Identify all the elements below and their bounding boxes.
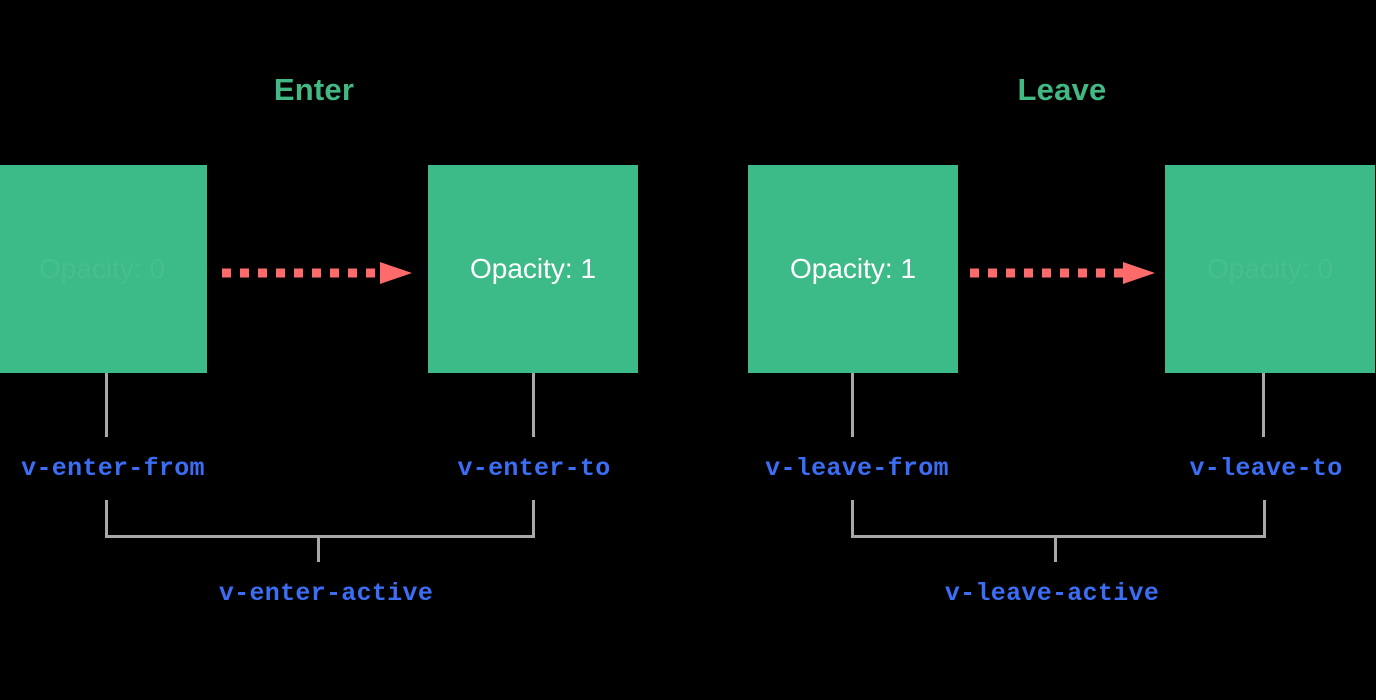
state-box-enter-to: Opacity: 1 [428, 165, 638, 373]
connector-line-enter-from [105, 373, 108, 437]
state-box-label: Opacity: 0 [38, 253, 166, 284]
class-label-enter-from: v-enter-from [21, 454, 205, 483]
class-label-leave-from: v-leave-from [765, 454, 949, 483]
class-label-enter-active: v-enter-active [218, 579, 434, 608]
bracket-stem-enter-active [317, 538, 320, 562]
dashed-arrow-right-icon [222, 262, 412, 284]
state-box-enter-from: Opacity: 0 [0, 165, 207, 373]
connector-line-leave-from [851, 373, 854, 437]
connector-line-enter-to [532, 373, 535, 437]
connector-line-leave-to [1262, 373, 1265, 437]
class-label-enter-to: v-enter-to [457, 454, 611, 483]
state-box-label: Opacity: 1 [469, 253, 597, 284]
bracket-stem-leave-active [1054, 538, 1057, 562]
state-box-leave-to: Opacity: 0 [1165, 165, 1375, 373]
state-box-label: Opacity: 0 [1206, 253, 1334, 284]
dashed-arrow-right-icon [970, 262, 1155, 284]
bracket-leave-active [851, 500, 1266, 538]
section-title-leave: Leave [1017, 72, 1107, 107]
state-box-leave-from: Opacity: 1 [748, 165, 958, 373]
state-box-label: Opacity: 1 [789, 253, 917, 284]
bracket-enter-active [105, 500, 535, 538]
section-title-enter: Enter [273, 72, 355, 107]
class-label-leave-active: v-leave-active [944, 579, 1160, 608]
class-label-leave-to: v-leave-to [1189, 454, 1343, 483]
